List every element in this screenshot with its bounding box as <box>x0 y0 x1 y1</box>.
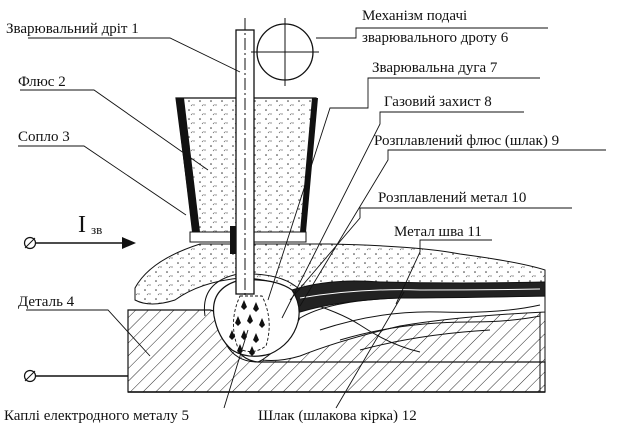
nozzle-wall-right <box>300 98 318 232</box>
label-molten-flux: Розплавлений флюс (шлак) 9 <box>374 133 559 149</box>
contact-tip <box>230 226 236 254</box>
leader-lines <box>18 27 606 409</box>
welding-current-subscript: зв <box>91 222 102 237</box>
label-droplets: Каплі електродного металу 5 <box>4 408 189 424</box>
label-molten-metal: Розплавлений метал 10 <box>378 190 526 206</box>
nozzle-wall-left <box>176 98 200 232</box>
label-gas-shield: Газовий захист 8 <box>384 94 492 110</box>
label-weld-metal: Метал шва 11 <box>394 224 482 240</box>
label-part: Деталь 4 <box>18 294 75 310</box>
label-welding-arc: Зварювальна дуга 7 <box>372 60 498 76</box>
label-nozzle: Сопло 3 <box>18 129 70 145</box>
slag-crust <box>291 280 546 313</box>
label-flux: Флюс 2 <box>18 74 66 90</box>
label-slag: Шлак (шлакова кірка) 12 <box>258 408 417 424</box>
label-feed-mechanism-line2: зварювального дроту 6 <box>362 30 509 46</box>
label-welding-wire: Зварювальний дріт 1 <box>6 21 139 37</box>
welding-current-symbol: I <box>78 212 86 238</box>
label-feed-mechanism-line1: Механізм подачі <box>362 8 467 24</box>
